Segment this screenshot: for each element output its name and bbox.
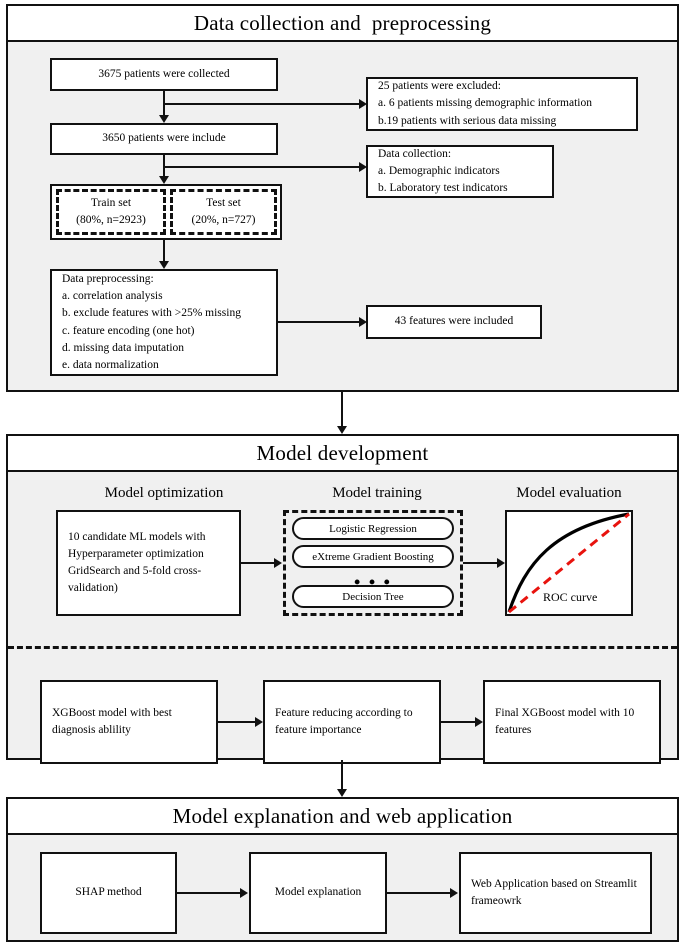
train-set-label: Train set xyxy=(90,197,132,210)
arrow-reducing-to-final xyxy=(475,717,483,727)
box-test-set: Test set (20%, n=727) xyxy=(170,189,277,235)
connector-preprocessing-to-features xyxy=(278,321,359,323)
panel-data-collection: Data collection and preprocessing 3675 p… xyxy=(6,4,679,392)
arrow-optimization-to-training xyxy=(274,558,282,568)
connector-xgb-to-reducing xyxy=(218,721,256,723)
arrow-to-data-collection xyxy=(359,162,367,172)
box-features-included: 43 features were included xyxy=(366,305,542,339)
arrow-training-to-evaluation xyxy=(497,558,505,568)
connector-training-to-evaluation xyxy=(463,562,497,564)
group-model-training xyxy=(283,510,463,616)
panel-body-model-explanation: SHAP method Model explanation Web Applic… xyxy=(8,835,677,940)
arrow-split-to-preprocessing xyxy=(159,261,169,269)
connector-optimization-to-training xyxy=(241,562,275,564)
box-roc-plot: ROC curve xyxy=(505,510,633,616)
subhead-model-evaluation: Model evaluation xyxy=(516,485,622,501)
box-data-collection-indicators: Data collection: a. Demographic indicato… xyxy=(366,145,554,198)
panel-title-model-explanation: Model explanation and web application xyxy=(8,799,677,835)
connector-explanation-to-webapp xyxy=(387,892,451,894)
box-model-optimization: 10 candidate ML models with Hyperparamet… xyxy=(56,510,241,616)
connector-panel1-to-panel2 xyxy=(341,392,343,427)
divider-dashed xyxy=(8,646,677,649)
arrow-xgb-to-reducing xyxy=(255,717,263,727)
box-patients-collected: 3675 patients were collected xyxy=(50,58,278,91)
test-set-size: (20%, n=727) xyxy=(191,214,256,226)
connector-collected-to-excluded xyxy=(163,103,359,105)
arrow-panel2-to-panel3 xyxy=(337,789,347,797)
panel-model-development: Model development Model optimization Mod… xyxy=(6,434,679,764)
panel-model-explanation: Model explanation and web application SH… xyxy=(6,797,679,942)
arrow-panel1-to-panel2 xyxy=(337,426,347,434)
roc-curve-label: ROC curve xyxy=(543,590,598,604)
test-set-label: Test set xyxy=(206,197,241,210)
box-xgboost-best: XGBoost model with best diagnosis ablili… xyxy=(40,680,218,764)
box-patients-excluded: 25 patients were excluded: a. 6 patients… xyxy=(366,77,638,131)
subhead-model-training: Model training xyxy=(332,485,422,501)
box-data-preprocessing: Data preprocessing: a. correlation analy… xyxy=(50,269,278,376)
roc-curve-svg xyxy=(507,512,630,614)
box-shap-method: SHAP method xyxy=(40,852,177,934)
arrow-collected-to-included xyxy=(159,115,169,123)
box-patients-included: 3650 patients were include xyxy=(50,123,278,155)
connector-split-to-preprocessing xyxy=(163,240,165,261)
box-model-explanation: Model explanation xyxy=(249,852,387,934)
box-final-model: Final XGBoost model with 10 features xyxy=(483,680,661,764)
connector-included-to-datacollection xyxy=(163,166,359,168)
train-set-size: (80%, n=2923) xyxy=(76,214,146,226)
box-feature-reducing: Feature reducing according to feature im… xyxy=(263,680,441,764)
arrow-shap-to-explanation xyxy=(240,888,248,898)
panel-body-data-collection: 3675 patients were collected 25 patients… xyxy=(8,42,677,390)
arrow-explanation-to-webapp xyxy=(450,888,458,898)
connector-reducing-to-final xyxy=(441,721,476,723)
pill-decision-tree: Decision Tree xyxy=(292,585,454,608)
panel-body-model-development: Model optimization Model training Model … xyxy=(8,472,677,764)
pill-xgboost: eXtreme Gradient Boosting xyxy=(292,545,454,568)
pill-logistic-regression: Logistic Regression xyxy=(292,517,454,540)
arrow-included-to-split xyxy=(159,176,169,184)
box-web-application: Web Application based on Streamlit frame… xyxy=(459,852,652,934)
panel-title-model-development: Model development xyxy=(8,436,677,472)
panel-title-data-collection: Data collection and preprocessing xyxy=(8,6,677,42)
connector-shap-to-explanation xyxy=(177,892,241,894)
arrow-to-excluded xyxy=(359,99,367,109)
box-dataset-split xyxy=(50,184,282,240)
connector-panel2-to-panel3 xyxy=(341,760,343,790)
box-train-set: Train set (80%, n=2923) xyxy=(56,189,166,235)
subhead-model-optimization: Model optimization xyxy=(104,485,224,501)
arrow-to-features xyxy=(359,317,367,327)
